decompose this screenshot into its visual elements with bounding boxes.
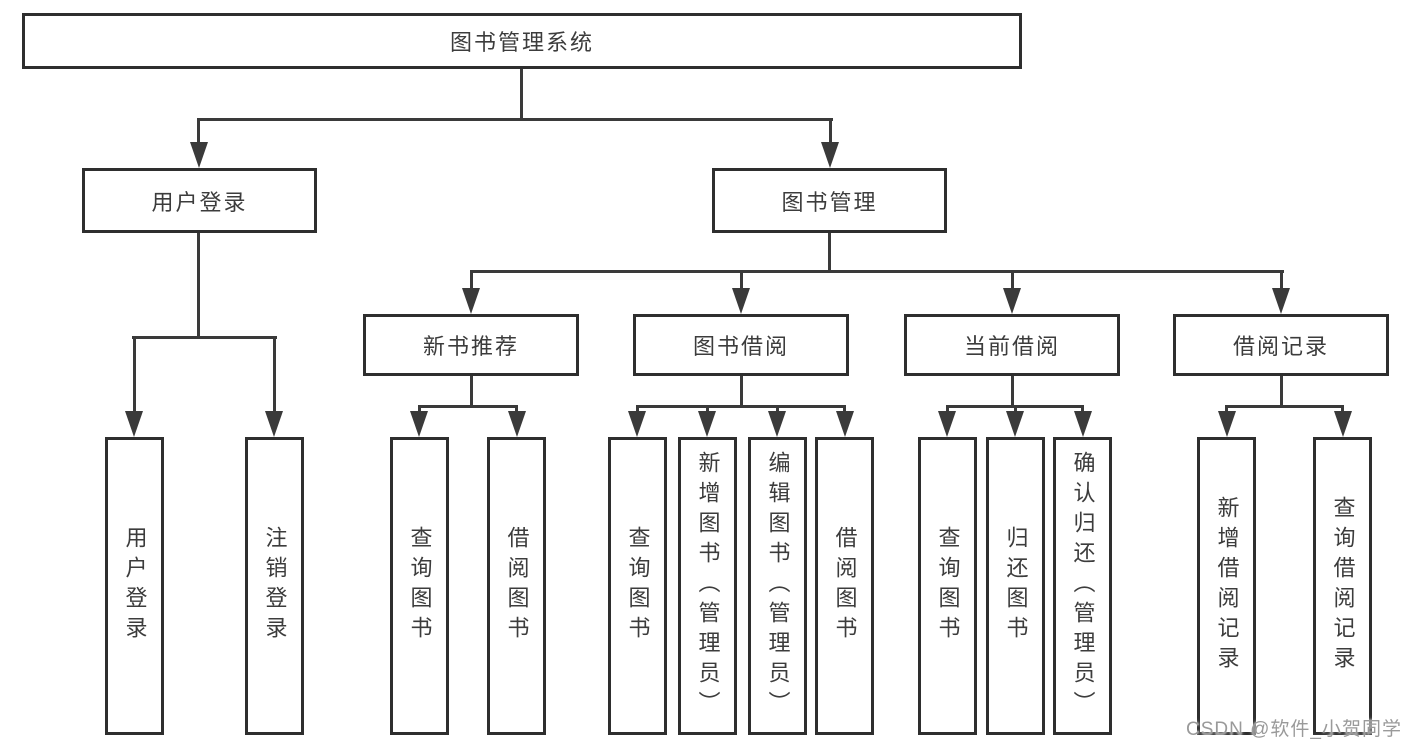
node-book-borrowing-label: 图书借阅 [692,334,789,359]
connector-borrowing-records-stem [1280,376,1283,408]
arrow-down-icon-new-book [462,288,480,314]
leaf-bb-add-books: 新增图书（管理员） [678,437,737,735]
connector-arrow-stem-bb-query [636,405,639,415]
connector-arrow-stem-cb-query [946,405,949,415]
leaf-cb-confirm-return-label: 确认归还（管理员） [1070,451,1096,721]
connector-new-book-stem [470,376,473,408]
connector-arrow-stem-logout-leaf [273,336,276,413]
leaf-bb-borrow-books: 借阅图书 [815,437,874,735]
connector-arrow-stem-cb-return [1014,405,1017,415]
leaf-br-query-record-label: 查询借阅记录 [1330,496,1356,676]
watermark: CSDN @软件_小贺同学 [1186,719,1402,740]
arrow-down-icon-book-management [821,142,839,168]
node-book-management: 图书管理 [712,168,947,233]
arrow-down-icon-logout-leaf [265,411,283,437]
arrow-down-icon-current-borrowing [1003,288,1021,314]
connector-arrow-stem-new-book [470,270,473,290]
node-book-management-label: 图书管理 [781,189,878,215]
leaf-logout-label: 注销登录 [262,526,288,646]
node-root: 图书管理系统 [22,13,1022,69]
node-new-book-recommend: 新书推荐 [363,314,579,376]
leaf-bb-query-books: 查询图书 [608,437,667,735]
arrow-down-icon-nb-borrow [508,411,526,437]
connector-current-borrowing-stem [1011,376,1014,408]
connector-book-borrowing-stem [740,376,743,408]
leaf-br-add-record: 新增借阅记录 [1197,437,1256,735]
arrow-down-icon-cb-confirm [1074,411,1092,437]
arrow-down-icon-br-add [1218,411,1236,437]
leaf-bb-edit-books: 编辑图书（管理员） [748,437,807,735]
connector-arrow-stem-nb-borrow [515,405,518,415]
connector-arrow-stem-br-add [1225,405,1228,415]
leaf-logout: 注销登录 [245,437,304,735]
arrow-down-icon-user-login [190,142,208,168]
connector-user-login-horizontal [132,336,277,339]
arrow-down-icon-cb-query [938,411,956,437]
connector-arrow-stem-bb-add [706,405,709,415]
node-current-borrowing-label: 当前借阅 [963,334,1060,359]
node-new-book-recommend-label: 新书推荐 [422,334,519,359]
node-user-login: 用户登录 [82,168,317,233]
leaf-cb-query-books: 查询图书 [918,437,977,735]
connector-root-stem [520,68,523,121]
leaf-cb-query-books-label: 查询图书 [935,526,961,646]
leaf-user-login-label: 用户登录 [122,526,148,646]
connector-level3-horizontal [470,270,1284,273]
connector-arrow-stem-current-borrowing [1011,270,1014,290]
leaf-cb-return-books-label: 归还图书 [1003,526,1029,646]
leaf-user-login: 用户登录 [105,437,164,735]
arrow-down-icon-book-borrowing [732,288,750,314]
leaf-cb-return-books: 归还图书 [986,437,1045,735]
connector-arrow-stem-borrowing-records [1280,270,1283,290]
connector-arrow-stem-book-management [829,118,832,144]
arrow-down-icon-borrowing-records [1272,288,1290,314]
node-current-borrowing: 当前借阅 [904,314,1120,376]
connector-book-borrowing-horizontal [636,405,846,408]
node-user-login-label: 用户登录 [151,189,248,215]
leaf-nb-query-books-label: 查询图书 [407,526,433,646]
connector-user-login-stem [197,233,200,339]
connector-arrow-stem-book-borrowing [740,270,743,290]
connector-arrow-stem-nb-query [418,405,421,415]
connector-arrow-stem-bb-edit [776,405,779,415]
arrow-down-icon-login-leaf [125,411,143,437]
connector-book-management-stem [828,233,831,273]
connector-new-book-horizontal [418,405,518,408]
connector-borrowing-records-horizontal [1225,405,1344,408]
leaf-br-add-record-label: 新增借阅记录 [1214,496,1240,676]
leaf-nb-borrow-books: 借阅图书 [487,437,546,735]
arrow-down-icon-bb-borrow [836,411,854,437]
leaf-nb-borrow-books-label: 借阅图书 [504,526,530,646]
arrow-down-icon-br-query [1334,411,1352,437]
leaf-bb-borrow-books-label: 借阅图书 [832,526,858,646]
node-borrowing-records: 借阅记录 [1173,314,1389,376]
connector-arrow-stem-login-leaf [133,336,136,413]
arrow-down-icon-bb-edit [768,411,786,437]
node-borrowing-records-label: 借阅记录 [1232,334,1329,359]
arrow-down-icon-bb-add [698,411,716,437]
node-book-borrowing: 图书借阅 [633,314,849,376]
leaf-cb-confirm-return: 确认归还（管理员） [1053,437,1112,735]
leaf-nb-query-books: 查询图书 [390,437,449,735]
connector-arrow-stem-user-login [197,118,200,144]
connector-arrow-stem-bb-borrow [843,405,846,415]
leaf-bb-edit-books-label: 编辑图书（管理员） [765,451,791,721]
connector-arrow-stem-cb-confirm [1081,405,1084,415]
leaf-br-query-record: 查询借阅记录 [1313,437,1372,735]
leaf-bb-query-books-label: 查询图书 [625,526,651,646]
leaf-bb-add-books-label: 新增图书（管理员） [695,451,721,721]
connector-level2-horizontal [197,118,833,121]
arrow-down-icon-bb-query [628,411,646,437]
arrow-down-icon-cb-return [1006,411,1024,437]
node-root-label: 图书管理系统 [449,30,594,55]
connector-arrow-stem-br-query [1341,405,1344,415]
arrow-down-icon-nb-query [410,411,428,437]
